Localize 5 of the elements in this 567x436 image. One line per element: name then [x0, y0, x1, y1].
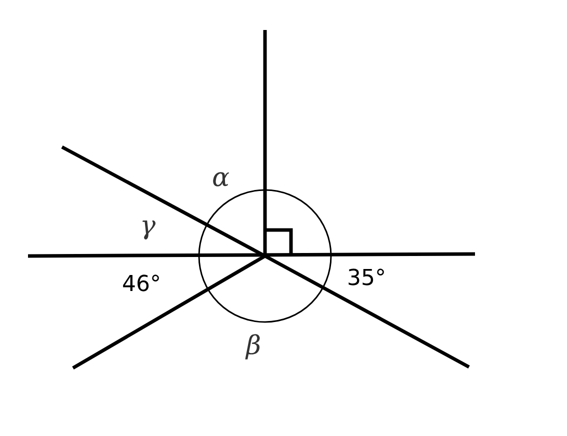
- angle-label: 35°: [347, 267, 386, 291]
- angle-label: β: [246, 334, 262, 358]
- angle-label: 46°: [122, 273, 161, 297]
- angle-label: γ: [140, 214, 156, 238]
- angle-label: α: [212, 166, 230, 190]
